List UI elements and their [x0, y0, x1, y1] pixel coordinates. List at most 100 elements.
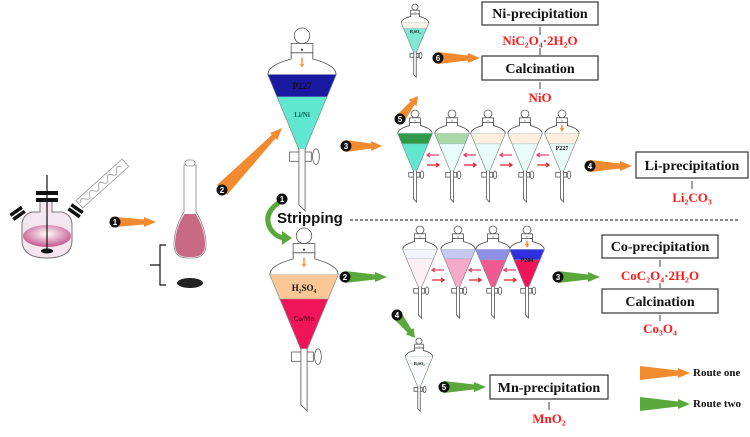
extraction-series-funnel-1 [397, 109, 433, 204]
counter-current-arrow-icon [462, 152, 476, 158]
h2so4-reagent-label: H₂SO₄ [292, 283, 317, 293]
li-precipitation-label: Li-precipitation [645, 159, 740, 174]
counter-current-arrow-icon [504, 277, 518, 283]
counter-current-arrow-icon [464, 162, 478, 168]
step-number: 1 [280, 195, 285, 204]
stem [560, 170, 564, 204]
step-badge: 4 [584, 160, 596, 172]
stopper [415, 337, 423, 345]
step-number: 5 [398, 115, 403, 124]
route-one-arrow-extraction [216, 128, 282, 195]
stopper [488, 225, 498, 235]
step-number: 1 [113, 218, 118, 227]
extraction-series-funnel-4 [507, 109, 543, 204]
counter-current-arrow-icon [498, 152, 512, 158]
volumetric-flask [150, 159, 207, 288]
three-neck-reactor-flask [9, 158, 130, 259]
route-two-arrow-series [345, 271, 387, 283]
route-two-stripping-arrowhead [282, 231, 292, 245]
counter-current-arrow-icon [537, 162, 551, 168]
liquid-layer [406, 258, 434, 287]
liquid-layer [401, 22, 429, 29]
liquid-layer [544, 133, 580, 145]
stem [523, 170, 527, 204]
counter-current-arrow-icon [427, 162, 441, 168]
bracket [150, 244, 166, 286]
liquid-layer [479, 259, 507, 287]
extraction-series-funnel-3 [470, 109, 506, 204]
counter-current-arrow-icon [432, 277, 446, 283]
stem [413, 170, 417, 204]
reagent-arrow-icon [301, 257, 307, 268]
stem [417, 386, 421, 413]
legend: Route one Route two [693, 367, 741, 410]
liquid-layer [438, 143, 466, 171]
black-mass-residue [177, 278, 203, 288]
li-product: Li₂CO₃ [672, 190, 712, 205]
stem [491, 286, 495, 320]
stopper [453, 225, 463, 235]
p227-reagent-label: P227 [293, 81, 312, 91]
stem [418, 286, 422, 320]
liquid-layer [276, 96, 328, 150]
route-two-arrow-co [558, 271, 600, 283]
li-precipitation-box [635, 151, 749, 179]
step-badges: 1 2 3 4 5 6 2 3 4 5 1 [109, 52, 596, 393]
stopper [295, 227, 313, 244]
ni-calcination-box [481, 55, 599, 81]
co-calcination-box [601, 288, 719, 314]
stem [456, 286, 460, 320]
stripping-funnel-h2so4 [269, 227, 339, 412]
funnels [267, 3, 580, 413]
extraction-series-funnel-b2 [440, 225, 476, 320]
ni-product: NiO [528, 90, 551, 105]
legend-arrow-2 [640, 397, 690, 411]
co-calcination-label: Calcination [625, 295, 694, 310]
stopper [483, 109, 493, 119]
counter-current-arrow-icon [467, 267, 481, 273]
step-badge: 5 [394, 113, 406, 125]
stripping-label: Stripping [277, 210, 343, 227]
stopper [411, 3, 419, 11]
step-number: 2 [343, 273, 348, 282]
leach-solution [175, 214, 205, 257]
route-one-arrow-leach [115, 217, 156, 227]
step-badge: 2 [339, 271, 351, 283]
step-badge: 3 [340, 140, 352, 152]
step-number: 4 [395, 311, 400, 320]
mn-strip-funnel-label: H₂SO₄ [414, 361, 426, 366]
ni-precipitation-box [481, 1, 599, 26]
step-number: 2 [220, 186, 225, 195]
liquid-layer [474, 143, 502, 171]
stopper [410, 109, 420, 119]
stem [300, 348, 308, 412]
li-ni-layer-label: Li/Ni [294, 111, 310, 119]
route-one-arrow-ni-precip [438, 52, 480, 64]
step-badge: 3 [552, 271, 564, 283]
extraction-series-funnel-5 [544, 109, 580, 204]
step-number: 3 [556, 273, 561, 282]
stem [298, 148, 306, 212]
step-number: 6 [436, 54, 441, 63]
reagent-arrow-icon [524, 240, 530, 248]
stopper [447, 109, 457, 119]
co-precipitation-box [601, 234, 719, 259]
liquid-layer [401, 143, 429, 171]
counter-current-arrow-icon [535, 152, 549, 158]
stem [486, 170, 490, 204]
step-number: 5 [442, 383, 447, 392]
liquid-layer [475, 249, 511, 261]
series-p227-label: P227 [556, 146, 569, 152]
co-intermediate: CoC₂O₄·2H₂O [621, 268, 699, 283]
extraction-series-funnel-b4 [509, 225, 545, 320]
extraction-series-funnel-b1 [402, 225, 438, 320]
ni-intermediate: NiC₂O₄·2H₂O [502, 33, 577, 48]
reagent-arrow-icon [559, 124, 565, 132]
step-badge: 5 [438, 381, 450, 393]
step-number: 3 [344, 142, 349, 151]
liquid-layer [440, 249, 476, 259]
stopper [415, 225, 425, 235]
step-badge: 1 [276, 193, 288, 205]
legend-route-one: Route one [693, 367, 740, 379]
